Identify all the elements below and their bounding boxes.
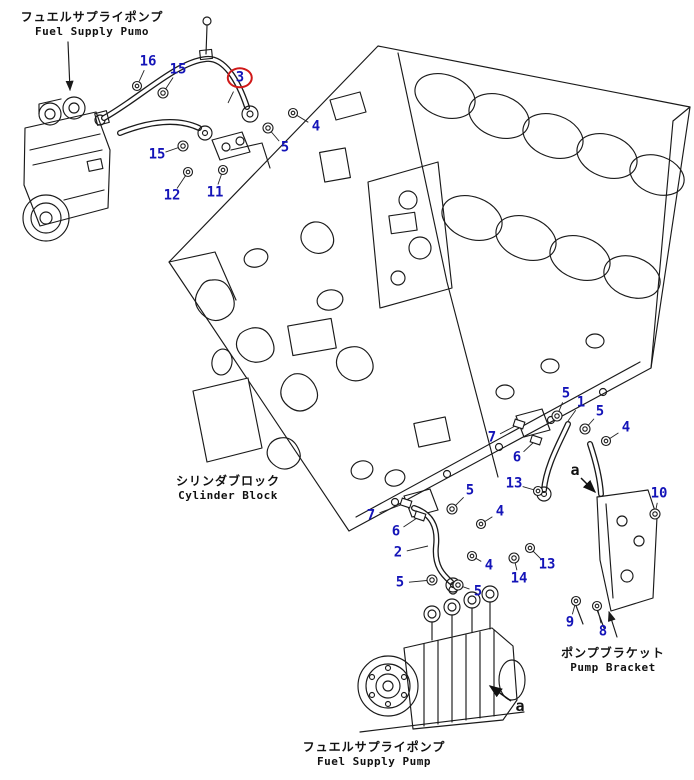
label-arrow-top-pump (65, 41, 74, 92)
part-callout-10[interactable]: 10 (650, 485, 668, 502)
label-pump-bracket-jp: ポンプブラケット (561, 646, 665, 660)
fuel-pipe-right-drawing (515, 408, 604, 502)
part-callout-4[interactable]: 4 (484, 557, 494, 574)
part-callout-2[interactable]: 2 (393, 544, 403, 561)
fuel-pipe-top-drawing (94, 16, 259, 161)
part-callout-4[interactable]: 4 (621, 419, 631, 436)
part-callout-5[interactable]: 5 (395, 574, 405, 591)
label-pump-bracket-en: Pump Bracket (570, 661, 656, 674)
part-callout-1[interactable]: 1 (576, 394, 586, 411)
part-callout-4[interactable]: 4 (311, 118, 321, 135)
label-arrow-bracket (607, 610, 618, 638)
label-cylinder-block-jp: シリンダブロック (175, 474, 281, 488)
part-callout-5[interactable]: 5 (280, 139, 290, 156)
label-fuel-supply-pump-bottom-jp: フュエルサプライポンプ (302, 740, 446, 754)
part-callout-7[interactable]: 7 (366, 507, 376, 524)
label-fuel-supply-pump-bottom-en: Fuel Supply Pump (317, 755, 431, 768)
cylinder-block-drawing (168, 45, 691, 532)
label-cylinder-block-en: Cylinder Block (178, 489, 278, 502)
pump-bracket-drawing (574, 489, 658, 629)
label-fuel-supply-pump-top-en: Fuel Supply Pumo (35, 25, 149, 38)
part-callout-4[interactable]: 4 (495, 503, 505, 520)
part-callout-13[interactable]: 13 (505, 475, 523, 492)
part-callout-11[interactable]: 11 (206, 184, 224, 201)
part-callout-9[interactable]: 9 (565, 614, 575, 631)
part-callout-5[interactable]: 5 (595, 403, 605, 420)
part-callout-5[interactable]: 5 (561, 385, 571, 402)
part-callout-8[interactable]: 8 (598, 623, 608, 640)
fuel-supply-pump-bottom-drawing (357, 585, 526, 733)
view-reference-a: a (570, 461, 580, 479)
part-callout-15[interactable]: 15 (148, 146, 166, 163)
part-callout-3-highlighted[interactable]: 3 (226, 67, 254, 89)
part-callout-6[interactable]: 6 (512, 449, 522, 466)
fuel-pipe-lower-drawing (403, 488, 461, 593)
part-callout-14[interactable]: 14 (510, 570, 528, 587)
fuel-supply-pump-top-drawing (22, 96, 111, 242)
part-callout-13[interactable]: 13 (538, 556, 556, 573)
part-callout-5[interactable]: 5 (473, 583, 483, 600)
part-callout-5[interactable]: 5 (465, 482, 475, 499)
part-callout-7[interactable]: 7 (487, 429, 497, 446)
part-callout-16[interactable]: 16 (139, 53, 157, 70)
part-callout-15[interactable]: 15 (169, 61, 187, 78)
part-callout-6[interactable]: 6 (391, 523, 401, 540)
label-fuel-supply-pump-top-jp: フュエルサプライポンプ (20, 10, 164, 24)
part-callout-12[interactable]: 12 (163, 187, 181, 204)
view-reference-a: a (515, 697, 525, 715)
